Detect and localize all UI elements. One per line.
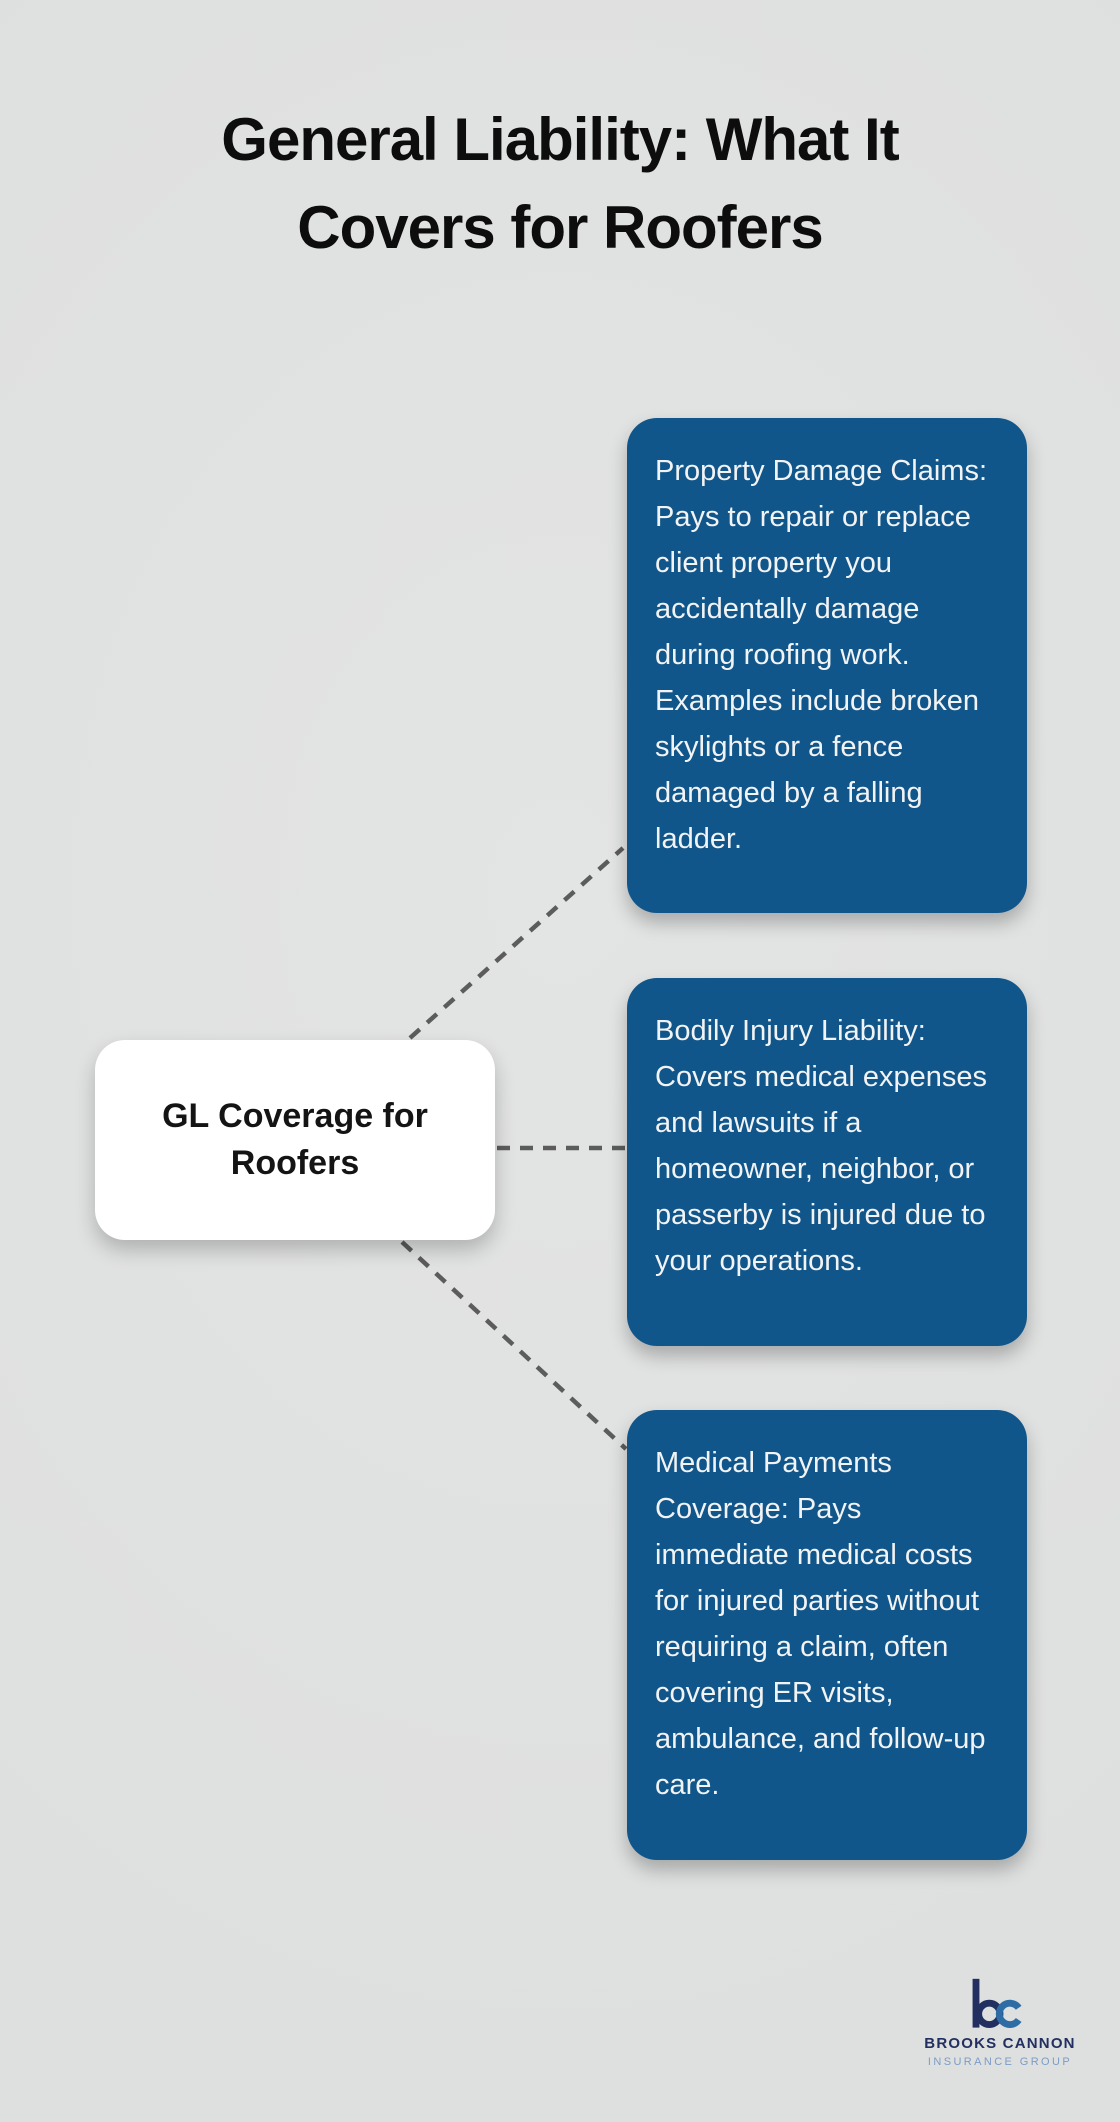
page-title-line2: Covers for Roofers bbox=[297, 194, 823, 261]
connector-line-top bbox=[408, 846, 625, 1040]
branch-card-text: Property Damage Claims: Pays to repair o… bbox=[655, 455, 987, 855]
center-node-gl-coverage: GL Coverage for Roofers bbox=[95, 1040, 495, 1240]
branch-card-text: Medical Payments Coverage: Pays immediat… bbox=[655, 1447, 986, 1801]
monogram-c bbox=[995, 1999, 1022, 2028]
logo-company-name: BROOKS CANNON bbox=[924, 2035, 1076, 2052]
branch-card-bodily-injury: Bodily Injury Liability: Covers medical … bbox=[627, 978, 1027, 1346]
monogram-b-stem bbox=[972, 1978, 980, 2028]
branch-card-property-damage: Property Damage Claims: Pays to repair o… bbox=[627, 418, 1027, 913]
branch-card-text: Bodily Injury Liability: Covers medical … bbox=[655, 1015, 988, 1277]
page-title-line1: General Liability: What It bbox=[221, 106, 899, 173]
page-title: General Liability: What It Covers for Ro… bbox=[0, 96, 1120, 272]
branch-card-medical-payments: Medical Payments Coverage: Pays immediat… bbox=[627, 1410, 1027, 1860]
brooks-cannon-logo: BROOKS CANNON INSURANCE GROUP bbox=[914, 1978, 1086, 2068]
center-node-label: GL Coverage for Roofers bbox=[162, 1097, 428, 1182]
connector-line-bottom bbox=[400, 1240, 628, 1451]
logo-tagline: INSURANCE GROUP bbox=[927, 2056, 1073, 2068]
bc-monogram-icon bbox=[972, 1978, 1022, 2028]
